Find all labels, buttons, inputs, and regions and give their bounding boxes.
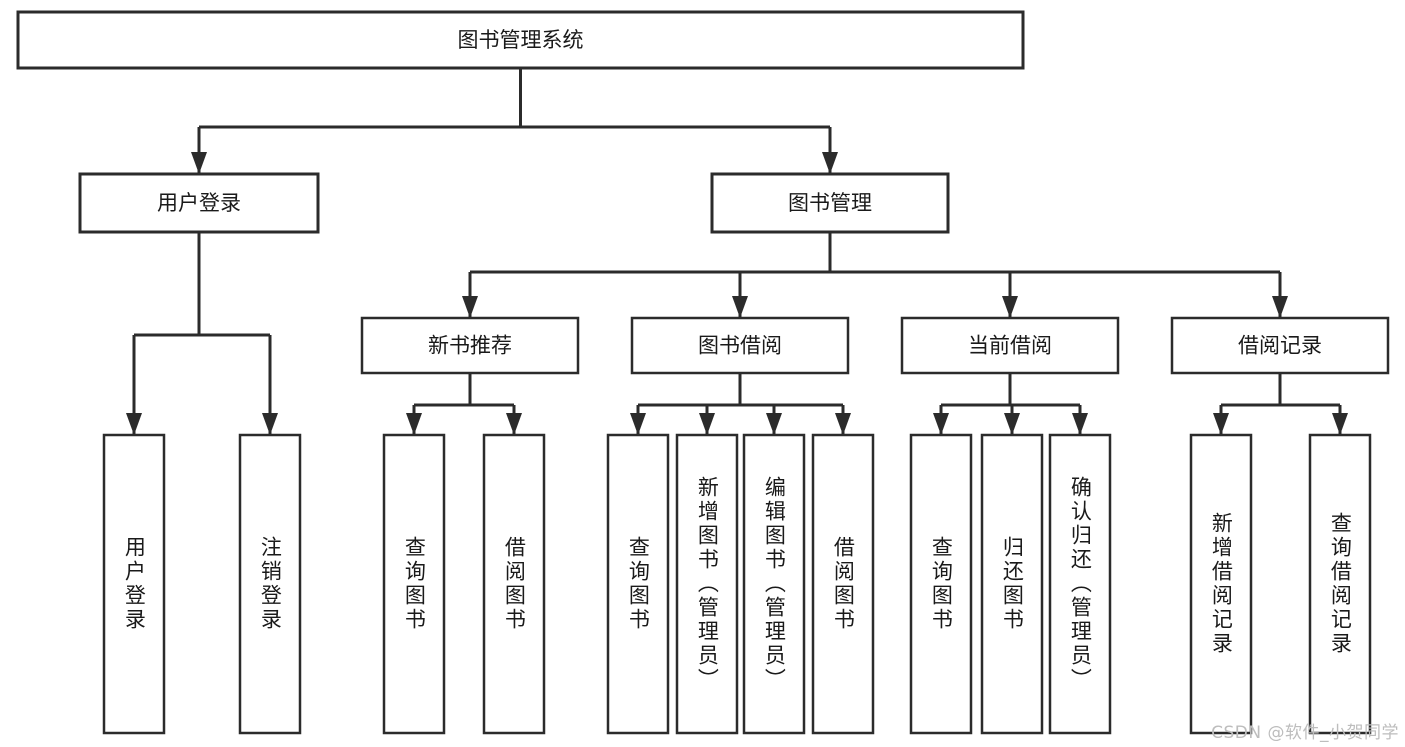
arrow-head-icon — [1002, 296, 1018, 318]
arrow-head-icon — [835, 413, 851, 435]
node-label-level3-2: 当前借阅 — [968, 334, 1052, 358]
node-box-leaf-10[interactable] — [1048, 433, 1112, 735]
arrow-head-icon — [1332, 413, 1348, 435]
node-box-level3-0[interactable] — [360, 316, 580, 375]
arrow-head-icon — [732, 296, 748, 318]
node-box-leaf-11[interactable] — [1189, 433, 1253, 735]
node-box-leaf-5[interactable] — [675, 433, 739, 735]
node-box-level2-1[interactable] — [710, 172, 950, 234]
arrow-head-icon — [933, 413, 949, 435]
node-box-root[interactable] — [16, 10, 1025, 70]
arrow-head-icon — [506, 413, 522, 435]
node-box-leaf-12[interactable] — [1308, 433, 1372, 735]
node-label-root: 图书管理系统 — [458, 28, 584, 52]
node-box-leaf-3[interactable] — [482, 433, 546, 735]
arrow-head-icon — [1213, 413, 1229, 435]
node-label-level2-0: 用户登录 — [157, 191, 241, 215]
node-box-leaf-9[interactable] — [980, 433, 1044, 735]
connectors-layer — [126, 68, 1348, 435]
node-box-level3-2[interactable] — [900, 316, 1120, 375]
node-box-leaf-6[interactable] — [742, 433, 806, 735]
arrow-head-icon — [766, 413, 782, 435]
node-box-level3-3[interactable] — [1170, 316, 1390, 375]
arrow-head-icon — [262, 413, 278, 435]
arrow-head-icon — [1272, 296, 1288, 318]
node-box-level2-0[interactable] — [78, 172, 320, 234]
watermark-text: CSDN @软件_小贺同学 — [1211, 723, 1399, 743]
arrow-head-icon — [462, 296, 478, 318]
arrow-head-icon — [406, 413, 422, 435]
node-box-leaf-4[interactable] — [606, 433, 670, 735]
node-label-level2-1: 图书管理 — [788, 191, 872, 215]
arrow-head-icon — [1004, 413, 1020, 435]
arrow-head-icon — [699, 413, 715, 435]
node-boxes-layer — [16, 10, 1390, 735]
node-label-level3-3: 借阅记录 — [1238, 334, 1322, 358]
node-box-leaf-2[interactable] — [382, 433, 446, 735]
node-box-leaf-1[interactable] — [238, 433, 302, 735]
arrow-head-icon — [822, 152, 838, 174]
arrow-head-icon — [126, 413, 142, 435]
arrow-head-icon — [630, 413, 646, 435]
node-box-leaf-0[interactable] — [102, 433, 166, 735]
arrow-head-icon — [191, 152, 207, 174]
node-box-leaf-8[interactable] — [909, 433, 973, 735]
node-box-leaf-7[interactable] — [811, 433, 875, 735]
arrow-head-icon — [1072, 413, 1088, 435]
node-box-level3-1[interactable] — [630, 316, 850, 375]
node-label-level3-1: 图书借阅 — [698, 334, 782, 358]
node-label-level3-0: 新书推荐 — [428, 334, 512, 358]
